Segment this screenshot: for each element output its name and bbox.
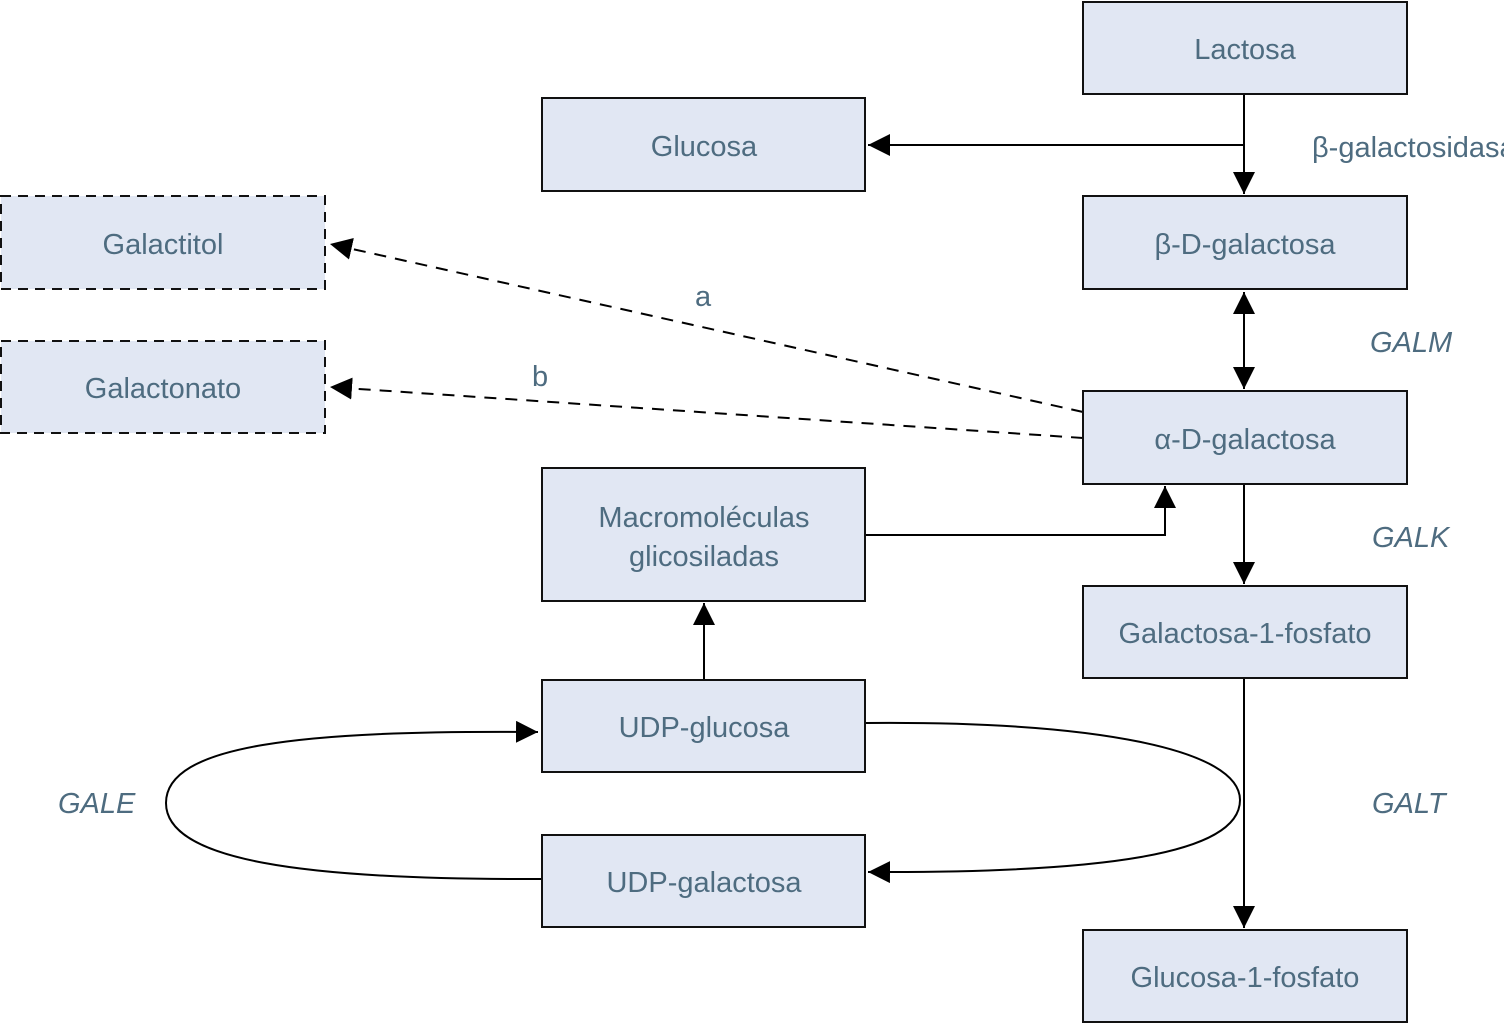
node-alfa-galactosa: α-D-galactosa <box>1082 390 1408 485</box>
node-lactosa: Lactosa <box>1082 1 1408 95</box>
node-glucosa: Glucosa <box>541 97 866 192</box>
label-galm: GALM <box>1370 327 1453 359</box>
node-galactosa-1-fosfato-label: Galactosa-1-fosfato <box>1118 618 1371 650</box>
node-galactonato: Galactonato <box>0 340 326 434</box>
node-galactonato-label: Galactonato <box>85 373 241 405</box>
node-udp-galactosa-label: UDP-galactosa <box>606 867 802 899</box>
edge-a-to-galactitol <box>329 238 1084 413</box>
label-a: a <box>695 281 712 313</box>
node-lactosa-label: Lactosa <box>1194 34 1296 66</box>
edge-macromoleculas-to-alfa <box>866 486 1176 536</box>
node-glucosa-1-fosfato: Glucosa-1-fosfato <box>1082 929 1408 1023</box>
node-beta-galactosa-label: β-D-galactosa <box>1154 229 1336 261</box>
node-galactosa-1-fosfato: Galactosa-1-fosfato <box>1082 585 1408 679</box>
node-galactitol: Galactitol <box>0 195 326 290</box>
label-galk: GALK <box>1372 522 1451 554</box>
node-galactitol-label: Galactitol <box>103 229 224 261</box>
edge-b-to-galactonato <box>329 377 1084 439</box>
label-b: b <box>532 361 548 393</box>
node-glucosa-1-fosfato-label: Glucosa-1-fosfato <box>1131 962 1360 994</box>
node-beta-galactosa: β-D-galactosa <box>1082 195 1408 290</box>
node-macromoleculas-label-line1: Macromoléculas <box>598 502 809 534</box>
label-beta-galactosidasa: β-galactosidasa <box>1312 132 1504 164</box>
node-alfa-galactosa-label: α-D-galactosa <box>1154 424 1336 456</box>
node-macromoleculas-glicosiladas: Macromoléculas glicosiladas <box>541 467 866 602</box>
node-udp-galactosa: UDP-galactosa <box>541 834 866 928</box>
label-galt: GALT <box>1372 788 1448 820</box>
node-glucosa-label: Glucosa <box>651 131 758 163</box>
edge-galt-udp-loop <box>865 721 1242 884</box>
node-macromoleculas-label-line2: glicosiladas <box>629 541 779 573</box>
edge-gale-loop <box>164 720 542 881</box>
node-udp-glucosa-label: UDP-glucosa <box>619 712 791 744</box>
node-udp-glucosa: UDP-glucosa <box>541 679 866 773</box>
label-gale: GALE <box>58 788 136 820</box>
